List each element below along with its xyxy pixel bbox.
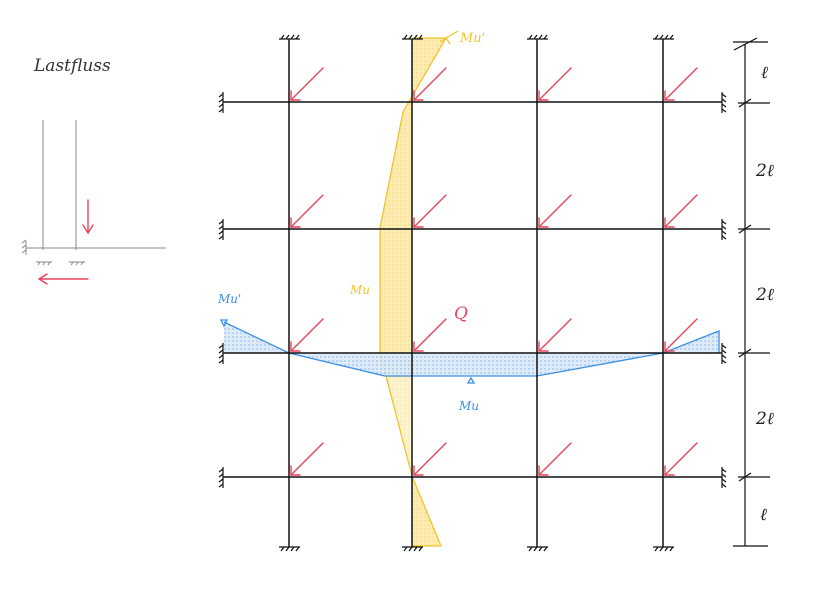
arrow-head-icon xyxy=(413,217,424,228)
load-arrow-2-4 xyxy=(664,194,698,228)
label-mu-horizontal: Mu xyxy=(458,399,479,413)
title-lastfluss: Lastfluss xyxy=(33,56,111,76)
load-arrow-3-4 xyxy=(664,318,698,352)
load-arrow-2-1 xyxy=(290,194,324,228)
load-arrow-4-3 xyxy=(538,442,572,476)
dimension-2: 2ℓ xyxy=(755,161,774,181)
label-mu-prime-left: Mu' xyxy=(217,292,241,306)
load-arrow-4-4 xyxy=(664,442,698,476)
load-arrow-4-2 xyxy=(413,442,447,476)
load-arrow-3-2 xyxy=(413,318,447,352)
load-arrow-1-1 xyxy=(290,67,324,101)
arrow-head-icon xyxy=(290,465,301,476)
arrow-head-icon xyxy=(664,90,675,101)
dimension-1: ℓ xyxy=(761,63,768,83)
load-arrow-2-2 xyxy=(413,194,447,228)
arrow-head-icon xyxy=(290,341,301,352)
load-arrow-4-1 xyxy=(290,442,324,476)
vertical-moment-diagram xyxy=(379,30,459,547)
load-arrows xyxy=(290,67,698,476)
arrow-head-icon xyxy=(538,217,549,228)
arrow-head-icon xyxy=(290,217,301,228)
load-arrow-1-3 xyxy=(538,67,572,101)
arrow-head-icon xyxy=(538,90,549,101)
arrow-head-icon xyxy=(413,90,424,101)
load-arrow-3-3 xyxy=(538,318,572,352)
dimension-line xyxy=(733,37,770,547)
arrow-head-icon xyxy=(664,465,675,476)
arrow-head-icon xyxy=(290,90,301,101)
dimension-5: ℓ xyxy=(760,505,767,525)
arrow-head-icon xyxy=(413,465,424,476)
arrow-head-icon xyxy=(413,341,424,352)
frame-structure xyxy=(218,34,727,552)
arrow-head-icon xyxy=(538,341,549,352)
arrow-head-icon xyxy=(664,217,675,228)
label-mu-vertical: Mu xyxy=(349,283,370,297)
load-arrow-3-1 xyxy=(290,318,324,352)
arrow-head-icon xyxy=(664,341,675,352)
load-arrow-1-2 xyxy=(413,67,447,101)
label-mu-prime-top: Mu' xyxy=(459,31,485,46)
load-arrow-2-3 xyxy=(538,194,572,228)
arrow-head-icon xyxy=(538,465,549,476)
load-flow-sketch xyxy=(21,120,166,285)
label-load-q: Q xyxy=(454,304,468,324)
load-arrow-1-4 xyxy=(664,67,698,101)
dimension-3: 2ℓ xyxy=(755,285,774,305)
dimension-4: 2ℓ xyxy=(755,409,774,429)
